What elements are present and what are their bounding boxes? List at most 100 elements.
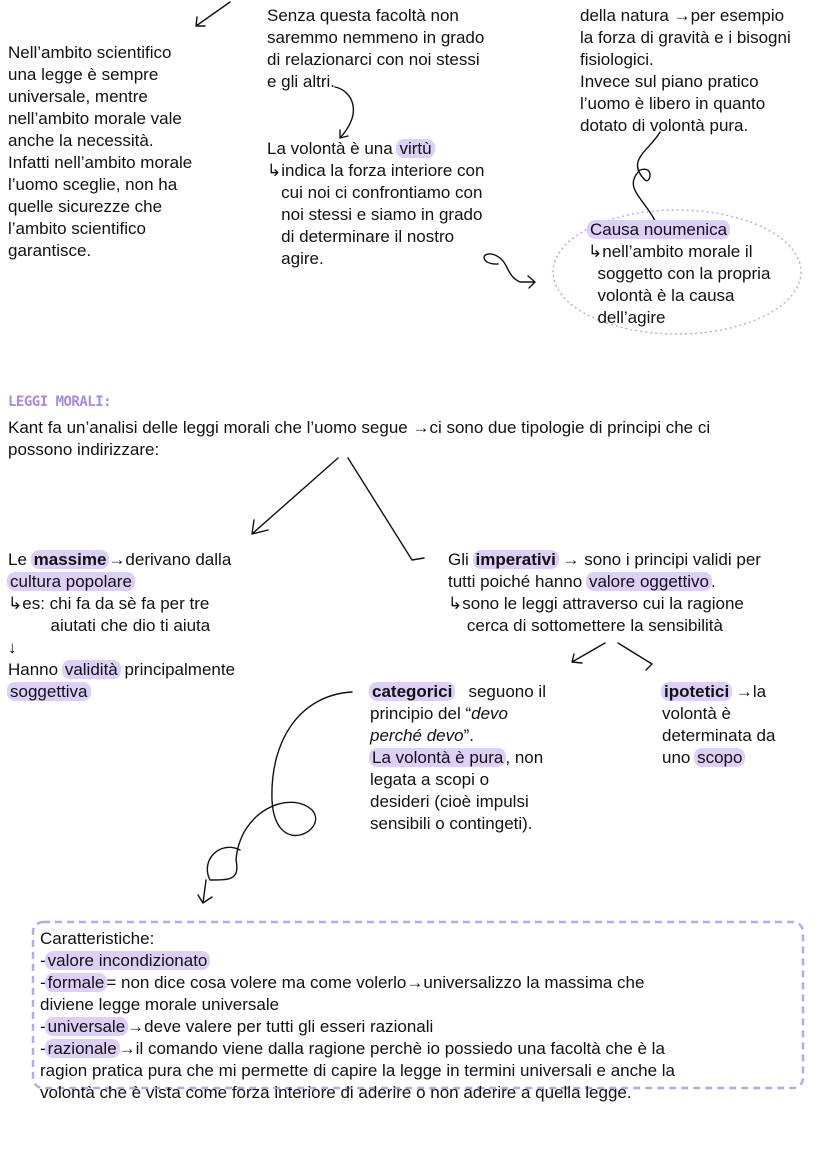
text-segment: Le	[8, 550, 32, 569]
text-line: cui noi ci confrontiamo con	[267, 182, 484, 204]
text-line: volontà che è vista come forza interiore…	[40, 1082, 675, 1104]
text-segment: La volontà è una	[267, 139, 398, 158]
highlighted-term: validità	[61, 660, 121, 679]
block-volonta-virtu: La volontà è una virtù↳indica la forza i…	[267, 138, 484, 270]
text-segment: possono indirizzare:	[8, 440, 160, 459]
text-line: della natura →per esempio	[580, 5, 791, 27]
text-line: la forza di gravità e i bisogni	[580, 27, 791, 49]
text-segment: -	[40, 951, 46, 970]
text-segment: Nell’ambito scientifico	[8, 43, 172, 62]
text-line: agire.	[267, 248, 484, 270]
text-segment: Kant fa un’analisi delle leggi morali ch…	[8, 418, 711, 437]
text-segment: →il comando viene dalla ragione perchè i…	[118, 1039, 665, 1058]
text-line: -valore incondizionato	[40, 950, 675, 972]
text-segment: , non	[505, 748, 544, 767]
text-segment: ↳es: chi fa da sè fa per tre	[8, 594, 210, 613]
text-line: -razionale→il comando viene dalla ragion…	[40, 1038, 675, 1060]
text-segment: = non dice cosa volere ma come volerlo→u…	[106, 973, 645, 992]
text-line: volontà è la causa	[588, 285, 770, 307]
highlighted-term: valore oggettivo	[585, 572, 712, 591]
text-line: Gli imperativi → sono i principi validi …	[448, 549, 761, 571]
highlighted-term: formale	[44, 973, 108, 992]
text-segment: agire.	[267, 249, 324, 268]
text-segment: Infatti nell’ambito morale	[8, 153, 193, 172]
text-line: La volontà è pura, non	[369, 747, 546, 769]
text-segment: di determinare il nostro	[267, 227, 455, 246]
arrow-split-small-left	[571, 642, 606, 664]
text-segment: perché devo	[370, 726, 464, 745]
text-line: ipotetici →la	[661, 681, 775, 703]
highlighted-term: cultura popolare	[7, 572, 135, 591]
text-segment: volontà è	[662, 704, 731, 723]
text-segment: Hanno	[8, 660, 63, 679]
text-line: noi stessi e siamo in grado	[267, 204, 484, 226]
text-segment: devo	[471, 704, 508, 723]
text-segment: volontà che è vista come forza interiore…	[40, 1083, 632, 1102]
text-line: Caratteristiche:	[40, 928, 675, 950]
text-line: l’uomo è libero in quanto	[580, 93, 791, 115]
highlighted-term: imperativi	[472, 550, 559, 569]
text-segment: → sono i principi validi per	[557, 550, 761, 569]
text-line: dell’agire	[588, 307, 770, 329]
arrow-split-small-right	[617, 642, 653, 671]
arrow-curve-categorici	[197, 691, 353, 904]
text-segment: anche la necessità.	[8, 131, 154, 150]
text-segment: la forza di gravità e i bisogni	[580, 28, 791, 47]
text-segment: soggetto con la propria	[588, 264, 771, 283]
arrow-loop-right	[632, 131, 661, 234]
text-segment: ”.	[463, 726, 474, 745]
text-line: l’ambito scientifico	[8, 218, 192, 240]
text-line: cultura popolare	[7, 571, 235, 593]
text-segment: dotato di volontà pura.	[580, 116, 749, 135]
text-segment: saremmo nemmeno in grado	[267, 28, 485, 47]
text-segment: desideri (cioè impulsi	[370, 792, 529, 811]
text-segment: ↳sono le leggi attraverso cui la ragione	[448, 594, 744, 613]
text-segment: una legge è sempre	[8, 65, 159, 84]
block-imperativi: Gli imperativi → sono i principi validi …	[448, 549, 761, 637]
text-line: universale, mentre	[8, 86, 192, 108]
text-segment: -	[40, 1017, 46, 1036]
text-line: fisiologici.	[580, 49, 791, 71]
text-line: perché devo”.	[370, 725, 546, 747]
text-segment: ↓	[8, 638, 17, 657]
text-line: di relazionarci con noi stessi	[267, 49, 484, 71]
text-segment: legata a scopi o	[370, 770, 490, 789]
text-segment: noi stessi e siamo in grado	[267, 205, 483, 224]
highlighted-term: Causa noumenica	[587, 220, 731, 239]
arrow-loop-to-causa	[483, 253, 536, 289]
text-segment: cui noi ci confrontiamo con	[267, 183, 483, 202]
highlighted-term: soggettiva	[7, 682, 91, 701]
highlighted-term: razionale	[44, 1039, 120, 1058]
text-segment: sensibili o contingeti).	[370, 814, 533, 833]
text-segment: →la	[731, 682, 767, 701]
text-segment: cerca di sottomettere la sensibilità	[448, 616, 723, 635]
text-line: soggettiva	[7, 681, 235, 703]
highlighted-term: universale	[44, 1017, 129, 1036]
text-segment: diviene legge morale universale	[40, 995, 280, 1014]
text-line: ↳sono le leggi attraverso cui la ragione	[448, 593, 761, 615]
text-segment: fisiologici.	[580, 50, 654, 69]
text-segment: l’uomo sceglie, non ha	[8, 175, 178, 194]
text-line: Senza questa facoltà non	[267, 5, 484, 27]
text-line: volontà è	[662, 703, 775, 725]
text-segment: .	[710, 572, 716, 591]
text-segment: →deve valere per tutti gli esseri razion…	[127, 1017, 434, 1036]
text-segment: uno	[662, 748, 696, 767]
text-line: di determinare il nostro	[267, 226, 484, 248]
text-line: Le massime→derivano dalla	[8, 549, 235, 571]
text-line: una legge è sempre	[8, 64, 192, 86]
text-line: aiutati che dio ti aiuta	[8, 615, 235, 637]
text-line: ↳indica la forza interiore con	[267, 160, 484, 182]
text-line: uno scopo	[662, 747, 775, 769]
text-segment: Caratteristiche:	[40, 929, 155, 948]
text-line: soggetto con la propria	[588, 263, 770, 285]
block-causa-noumenica: Causa noumenica↳nell’ambito morale il so…	[587, 219, 770, 329]
highlighted-term: La volontà è pura	[369, 748, 507, 767]
text-segment: l’uomo è libero in quanto	[580, 94, 766, 113]
text-segment: tutti poiché hanno	[448, 572, 587, 591]
text-segment: e gli altri.	[267, 72, 336, 91]
text-line: dotato di volontà pura.	[580, 115, 791, 137]
